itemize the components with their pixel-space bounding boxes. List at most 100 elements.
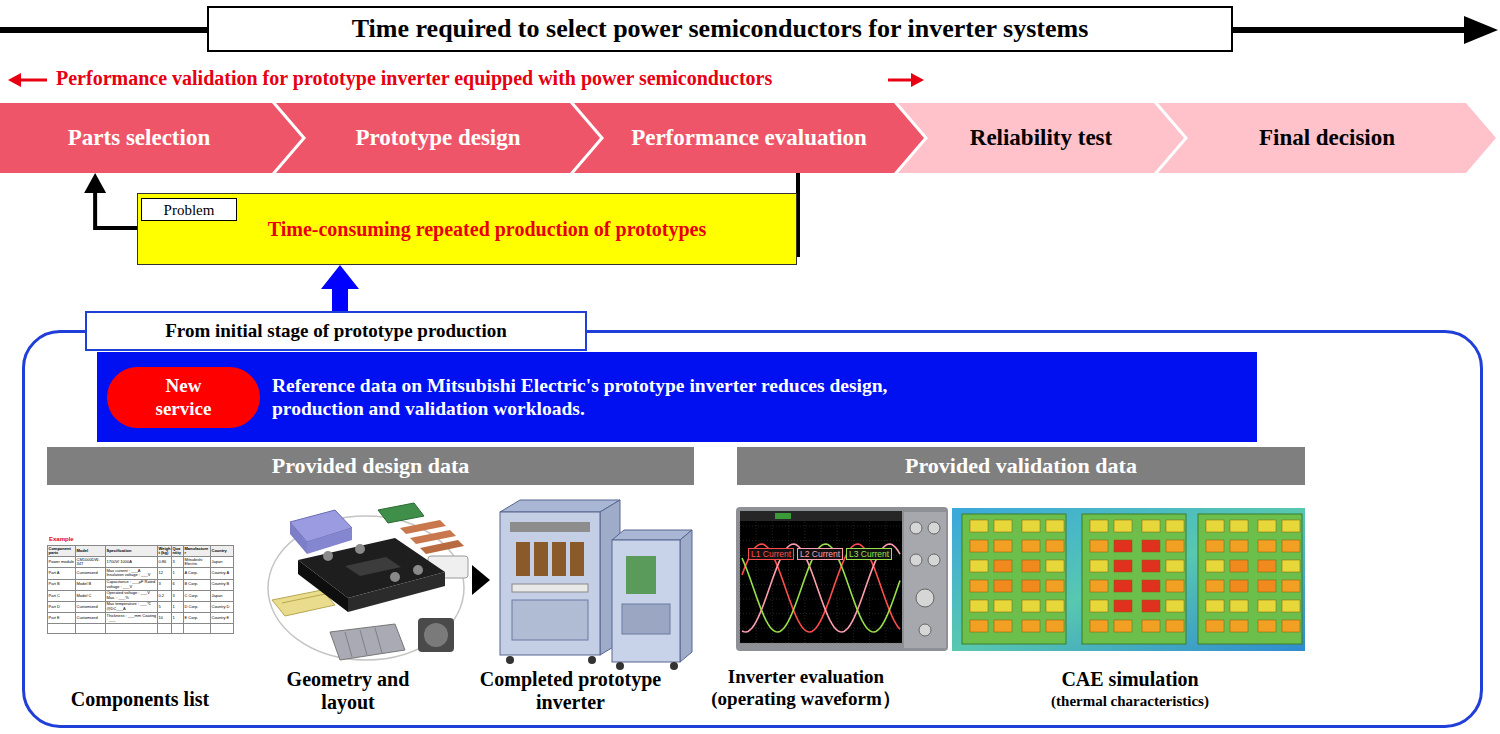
feedback-line bbox=[95, 173, 798, 255]
node-text: Prototype design bbox=[355, 124, 520, 152]
table-cell: Model bbox=[76, 546, 106, 557]
chip bbox=[994, 520, 1012, 532]
chip bbox=[1282, 560, 1300, 572]
table-cell-text: 5 bbox=[159, 604, 161, 609]
chip bbox=[1206, 580, 1224, 592]
grid-line bbox=[740, 522, 741, 643]
chip bbox=[1282, 600, 1300, 612]
table-cell-text: Part E bbox=[49, 615, 60, 620]
table-cell: 0.86 bbox=[158, 557, 172, 568]
chip bbox=[994, 540, 1012, 552]
chip bbox=[994, 620, 1012, 632]
chip bbox=[1206, 560, 1224, 572]
chip bbox=[1022, 600, 1040, 612]
table-cell-text: 3 bbox=[159, 581, 161, 586]
table-cell bbox=[106, 624, 158, 634]
table-cell-text: 1 bbox=[173, 570, 175, 575]
table-cell: 1700V/ 1000A bbox=[106, 557, 158, 568]
table-cell-text: 12 bbox=[159, 570, 163, 575]
table-cell: 3 bbox=[158, 579, 172, 590]
table-cell: 6 bbox=[172, 579, 184, 590]
heatsink bbox=[330, 624, 405, 660]
exploded-view-ring bbox=[268, 516, 464, 660]
chip bbox=[1282, 520, 1300, 532]
node-text: Problem bbox=[164, 201, 215, 219]
table-row: Part ACustomizedMax current : ___A Insul… bbox=[48, 568, 234, 579]
chip bbox=[1114, 540, 1132, 552]
table-cell-text: 0.2 bbox=[159, 593, 165, 598]
table-cell: Operated voltage : ___V Max. : ___% bbox=[106, 590, 158, 601]
chip bbox=[1142, 620, 1160, 632]
chevron-fill bbox=[1158, 103, 1496, 173]
chip bbox=[970, 560, 988, 572]
table-cell-text: Capacitance : ___μF Rated voltage : ___V bbox=[107, 579, 156, 589]
table-cell-text: Model bbox=[77, 548, 89, 553]
chip bbox=[1282, 580, 1300, 592]
table-cell bbox=[184, 624, 211, 634]
span-arrow-head bbox=[911, 73, 924, 87]
table-cell-text: Operated voltage : ___V Max. : ___% bbox=[107, 590, 150, 600]
table-cell: A Corp. bbox=[184, 568, 211, 579]
grid-line bbox=[740, 628, 902, 629]
table-cell-text: Part A bbox=[49, 570, 60, 575]
new-service-pill: New service bbox=[107, 367, 260, 428]
table-row: Part DCustomizedMax temperature : ___℃ @… bbox=[48, 601, 234, 612]
node-text: New service bbox=[139, 375, 229, 421]
table-cell-text: 6 bbox=[173, 581, 175, 586]
table-cell: Country bbox=[211, 546, 234, 557]
chip bbox=[994, 600, 1012, 612]
table-cell: Manufacturer bbox=[184, 546, 211, 557]
table-title: Example bbox=[49, 536, 74, 542]
figure-caption: Inverter evaluation (operating waveform） bbox=[706, 666, 906, 710]
table-cell: Country A bbox=[211, 568, 234, 579]
block-arrow bbox=[321, 265, 359, 330]
table-cell: Part A bbox=[48, 568, 76, 579]
section-header: Provided design data bbox=[47, 447, 694, 485]
table-cell: Country B bbox=[211, 579, 234, 590]
table-cell: Customized bbox=[76, 613, 106, 624]
grid-line bbox=[740, 540, 902, 541]
knob bbox=[919, 624, 931, 636]
chip bbox=[1114, 520, 1132, 532]
table-cell: Japan bbox=[211, 590, 234, 601]
module-terminal bbox=[323, 551, 333, 561]
table-cell-text: Model B bbox=[77, 581, 92, 586]
node-text: Time-consuming repeated production of pr… bbox=[268, 217, 707, 241]
knob bbox=[910, 554, 922, 566]
chip bbox=[1206, 520, 1224, 532]
table-cell-text: Thickness : ___mm Coating : ___ bbox=[107, 613, 157, 623]
chip bbox=[1282, 620, 1300, 632]
chevron-fill bbox=[276, 103, 600, 173]
process-chevron: Parts selection bbox=[0, 103, 302, 173]
table-cell bbox=[76, 624, 106, 634]
table-cell: 1 bbox=[172, 601, 184, 612]
table-cell-text: Weight (kg) bbox=[159, 546, 171, 556]
table-cell: 1 bbox=[172, 568, 184, 579]
chip bbox=[1046, 600, 1064, 612]
service-band: Reference data on Mitsubishi Electric's … bbox=[97, 352, 1257, 442]
cabinet-front bbox=[500, 512, 600, 655]
chip bbox=[1090, 600, 1108, 612]
table-row bbox=[48, 624, 234, 634]
table-cell-text: Mitsubishi Electric bbox=[185, 557, 203, 567]
table-cell-text: Country A bbox=[212, 570, 230, 575]
table-cell-text: 1700V/ 1000A bbox=[107, 559, 132, 564]
grid-line bbox=[756, 522, 757, 643]
span-arrow-line bbox=[18, 79, 47, 82]
table-cell-text: Manufacturer bbox=[185, 546, 209, 556]
chip bbox=[1142, 540, 1160, 552]
chip bbox=[1090, 540, 1108, 552]
chip bbox=[1166, 620, 1184, 632]
table-cell-text: C Corp. bbox=[185, 593, 199, 598]
table-cell-text: Component parts bbox=[49, 546, 71, 556]
table-cell bbox=[158, 624, 172, 634]
table-cell: C Corp. bbox=[184, 590, 211, 601]
waveform bbox=[742, 544, 900, 632]
chip bbox=[1114, 620, 1132, 632]
chip bbox=[1230, 600, 1248, 612]
chip bbox=[970, 600, 988, 612]
table-cell: 3 bbox=[172, 590, 184, 601]
power-module bbox=[298, 560, 348, 612]
table-cell: Part C bbox=[48, 590, 76, 601]
inductor bbox=[534, 542, 548, 576]
